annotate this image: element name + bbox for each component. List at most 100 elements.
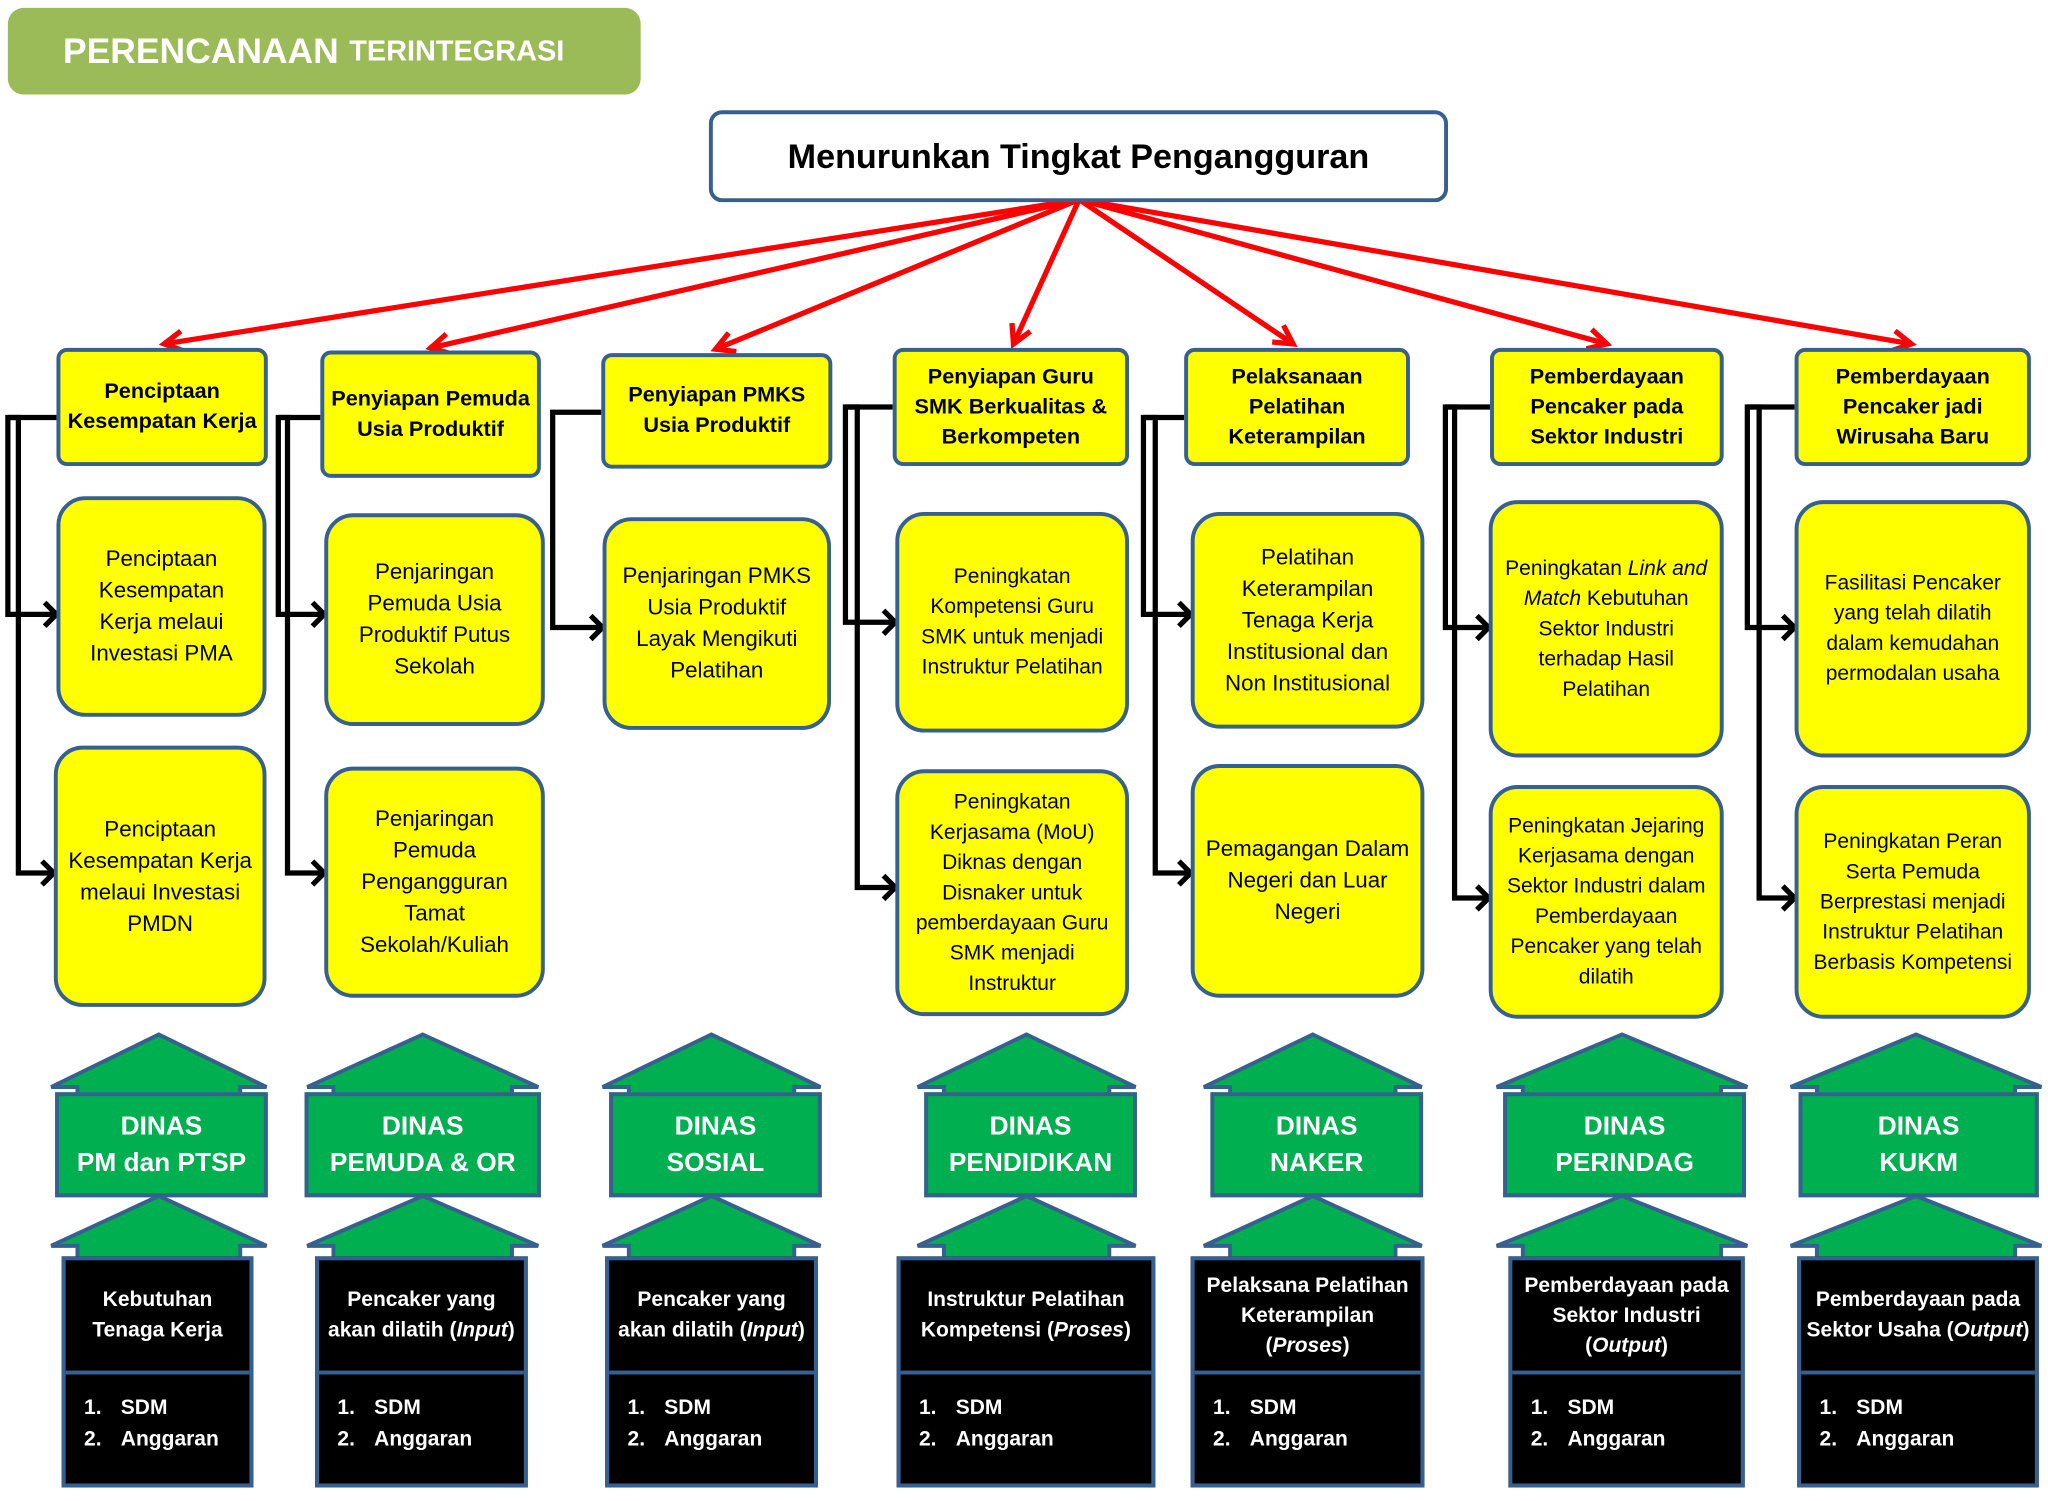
resource-need-3: Pencaker yang akan dilatih (Input) — [618, 1289, 805, 1342]
goal-arrow-head-5 — [1271, 324, 1298, 348]
program-3-item-1: Penjaringan PMKS Usia Produktif Layak Me… — [602, 517, 832, 730]
banner-title-part2: TERINTEGRASI — [349, 34, 565, 67]
agency-label-3: DINAS — [674, 1111, 757, 1141]
resource-up-arrow-5 — [1203, 1193, 1423, 1262]
goal-arrow-line-1 — [163, 196, 1080, 347]
resource-need-2: Pencaker yang akan dilatih (Input) — [328, 1289, 515, 1342]
branch-line-5-2 — [1143, 414, 1191, 876]
resource-need-7: Pemberdayaan pada Sektor Usaha (Output) — [1806, 1289, 2030, 1342]
program-5-item-1: Pelatihan Keterampilan Tenaga Kerja Inst… — [1190, 511, 1425, 729]
branch-line-7-2 — [1747, 404, 1795, 901]
resource-divider-3 — [609, 1370, 814, 1375]
resource-need-6: Pemberdayaan pada Sektor Industri (Outpu… — [1524, 1274, 1729, 1357]
program-4-item-2: Peningkatan Kerjasama (MoU) Diknas denga… — [895, 769, 1130, 1017]
resource-divider-4 — [900, 1370, 1152, 1375]
branch-line-6-2 — [1445, 404, 1489, 901]
agency-unit-3: SOSIAL — [666, 1148, 765, 1178]
program-title-3: Penyiapan PMKS Usia Produktif — [601, 353, 833, 469]
agency-unit-1: PM dan PTSP — [76, 1148, 247, 1178]
resource-up-arrow-6 — [1495, 1193, 1749, 1262]
resource-item-6-2: 2.Anggaran — [1530, 1428, 1666, 1451]
branch-head-2-2 — [310, 859, 328, 887]
program-title-5: Pelaksanaan Pelatihan Keterampilan — [1184, 347, 1410, 467]
program-title-2: Penyiapan Pemuda Usia Produktif — [320, 350, 541, 478]
goal-arrow-line-7 — [1078, 196, 1912, 347]
resource-item-5-1: 1.SDM — [1213, 1396, 1297, 1420]
resource-list-5: 1.SDM 2.Anggaran — [1213, 1393, 1348, 1456]
resource-divider-1 — [65, 1370, 250, 1375]
program-title-7: Pemberdayaan Pencaker jadi Wirusaha Baru — [1794, 347, 2031, 467]
resource-need-4: Instruktur Pelatihan Kompetensi (Proses) — [920, 1289, 1131, 1342]
branch-line-3-1 — [550, 409, 603, 631]
banner-title-part1: PERENCANAAN — [63, 30, 339, 71]
resource-divider-6 — [1512, 1370, 1741, 1375]
resource-box-5: Pelaksana Pelatihan Keterampilan (Proses… — [1190, 1256, 1425, 1488]
agency-label-1: DINAS — [120, 1111, 203, 1141]
program-1-item-2: Penciptaan Kesempatan Kerja melaui Inves… — [53, 745, 267, 1007]
agency-label-2: DINAS — [381, 1111, 464, 1141]
resource-item-6-1: 1.SDM — [1530, 1396, 1615, 1420]
agency-unit-7: KUKM — [1879, 1148, 1959, 1178]
agency-label-6: DINAS — [1583, 1111, 1666, 1141]
branch-head-2-1 — [310, 600, 328, 629]
program-7-item-1: Fasilitasi Pencaker yang telah dilatih d… — [1794, 500, 2031, 758]
resource-item-2-1: 1.SDM — [337, 1396, 421, 1420]
agency-name-3: DINAS SOSIAL — [667, 1108, 765, 1182]
goal-arrow-line-2 — [430, 196, 1080, 351]
resource-divider-7 — [1801, 1370, 2035, 1375]
agency-label-5: DINAS — [1275, 1111, 1358, 1141]
resource-up-arrow-7 — [1789, 1193, 2043, 1262]
resource-item-5-2: 2.Anggaran — [1213, 1428, 1348, 1451]
agency-name-6: DINAS PERINDAG — [1555, 1108, 1694, 1182]
agency-unit-2: PEMUDA & OR — [329, 1148, 516, 1178]
branch-head-1-2 — [40, 859, 58, 887]
program-2-item-2: Penjaringan Pemuda Pengangguran Tamat Se… — [324, 766, 545, 998]
agency-name-2: DINAS PEMUDA & OR — [330, 1108, 516, 1182]
resource-up-arrow-4 — [916, 1193, 1137, 1262]
resource-box-6: Pemberdayaan pada Sektor Industri (Outpu… — [1508, 1256, 1745, 1488]
agency-name-1: DINAS PM dan PTSP — [77, 1108, 246, 1182]
resource-box-2: Pencaker yang akan dilatih (Input) 1.SDM 2… — [315, 1256, 528, 1488]
resource-list-6: 1.SDM 2.Anggaran — [1531, 1393, 1666, 1456]
goal-arrow-line-3 — [714, 197, 1081, 352]
resource-item-7-1: 1.SDM — [1819, 1396, 1903, 1420]
program-6-item-1-text: Peningkatan Link and Match Kebutuhan Sek… — [1505, 557, 1708, 701]
program-7-item-2: Peningkatan Peran Serta Pemuda Berpresta… — [1794, 785, 2031, 1019]
goal-arrow-head-4 — [1009, 322, 1032, 349]
resource-divider-5 — [1194, 1370, 1421, 1375]
program-title-6: Pemberdayaan Pencaker pada Sektor Indust… — [1490, 347, 1724, 467]
branch-line-7-1 — [1744, 404, 1795, 631]
agency-box-3: DINAS SOSIAL — [609, 1092, 822, 1198]
agency-unit-6: PERINDAG — [1555, 1148, 1694, 1178]
agency-label-7: DINAS — [1877, 1111, 1960, 1141]
resource-item-2-2: 2.Anggaran — [337, 1428, 473, 1451]
agency-box-7: DINAS KUKM — [1798, 1092, 2039, 1198]
agency-box-1: DINAS PM dan PTSP — [55, 1092, 268, 1198]
branch-line-1-2 — [7, 414, 54, 876]
agency-label-4: DINAS — [989, 1111, 1072, 1141]
branch-line-6-1 — [1442, 404, 1491, 631]
resource-item-3-2: 2.Anggaran — [627, 1428, 763, 1451]
resource-item-1-1: 1.SDM — [84, 1396, 168, 1420]
goal-arrow-head-6 — [1585, 327, 1613, 352]
resource-need-1: Kebutuhan Tenaga Kerja — [92, 1289, 223, 1342]
program-5-item-2: Pemagangan Dalam Negeri dan Luar Negeri — [1190, 764, 1425, 998]
resource-box-7: Pemberdayaan pada Sektor Usaha (Output) 1… — [1797, 1256, 2039, 1488]
branch-line-1-1 — [5, 414, 57, 618]
branch-line-5-1 — [1140, 414, 1191, 618]
resource-up-arrow-2 — [306, 1193, 540, 1262]
program-6-item-1: Peningkatan Link and Match Kebutuhan Sek… — [1488, 500, 1724, 758]
goal-box: Menurunkan Tingkat Pengangguran — [708, 110, 1449, 203]
resource-divider-2 — [319, 1370, 524, 1375]
branch-lines — [5, 404, 1799, 912]
branch-line-2-2 — [278, 414, 325, 876]
